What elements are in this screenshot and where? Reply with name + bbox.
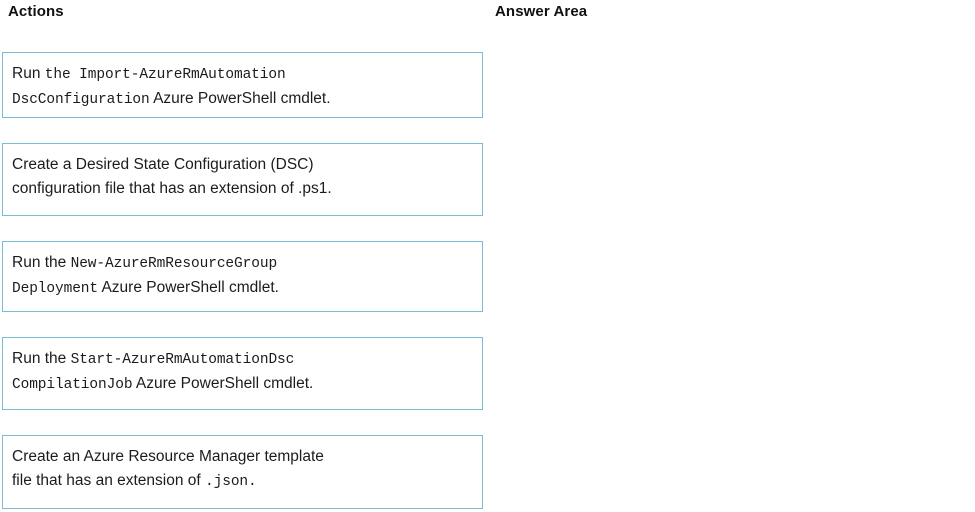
action-text-line: Run the Import-AzureRmAutomation: [12, 62, 473, 87]
answer-area-column-header: Answer Area: [495, 3, 588, 20]
actions-column-header: Actions: [8, 3, 64, 20]
action-text-line: Deployment Azure PowerShell cmdlet.: [12, 276, 473, 301]
text-segment-mono: .json.: [205, 474, 257, 490]
text-segment-mono: New-AzureRmResourceGroup: [70, 256, 278, 272]
text-segment-sans: Create an Azure Resource Manager templat…: [12, 448, 324, 465]
text-segment-sans: Azure PowerShell cmdlet.: [98, 279, 279, 296]
text-segment-mono: DscConfiguration: [12, 92, 150, 108]
answer-area-drop-zone[interactable]: [495, 52, 965, 504]
action-text-line: Create a Desired State Configuration (DS…: [12, 153, 473, 177]
action-text-line: CompilationJob Azure PowerShell cmdlet.: [12, 372, 473, 397]
text-segment-sans: file that has an extension of: [12, 472, 206, 489]
text-segment-sans: Run the: [12, 350, 71, 367]
action-text-line: DscConfiguration Azure PowerShell cmdlet…: [12, 87, 473, 112]
action-card-create-dsc-configuration-file[interactable]: Create a Desired State Configuration (DS…: [2, 143, 483, 216]
text-segment-sans: Run the: [12, 254, 71, 271]
text-segment-mono: the Import-AzureRmAutomation: [44, 67, 286, 83]
text-segment-sans: Run: [12, 65, 45, 82]
text-segment-mono: CompilationJob: [12, 377, 133, 393]
action-card-create-arm-template-file[interactable]: Create an Azure Resource Manager templat…: [2, 435, 483, 509]
action-text-line: Run the New-AzureRmResourceGroup: [12, 251, 473, 276]
text-segment-mono: Start-AzureRmAutomationDsc: [70, 352, 295, 368]
text-segment-sans: Create a Desired State Configuration (DS…: [12, 156, 314, 173]
text-segment-sans: Azure PowerShell cmdlet.: [132, 375, 314, 392]
text-segment-sans: Azure PowerShell cmdlet.: [149, 90, 331, 107]
text-segment-mono: Deployment: [12, 281, 99, 297]
action-text-line: Create an Azure Resource Manager templat…: [12, 445, 473, 469]
action-text-line: file that has an extension of .json.: [12, 469, 473, 494]
text-segment-sans: configuration file that has an extension…: [12, 180, 332, 197]
action-text-line: Run the Start-AzureRmAutomationDsc: [12, 347, 473, 372]
action-text-line: configuration file that has an extension…: [12, 177, 473, 201]
